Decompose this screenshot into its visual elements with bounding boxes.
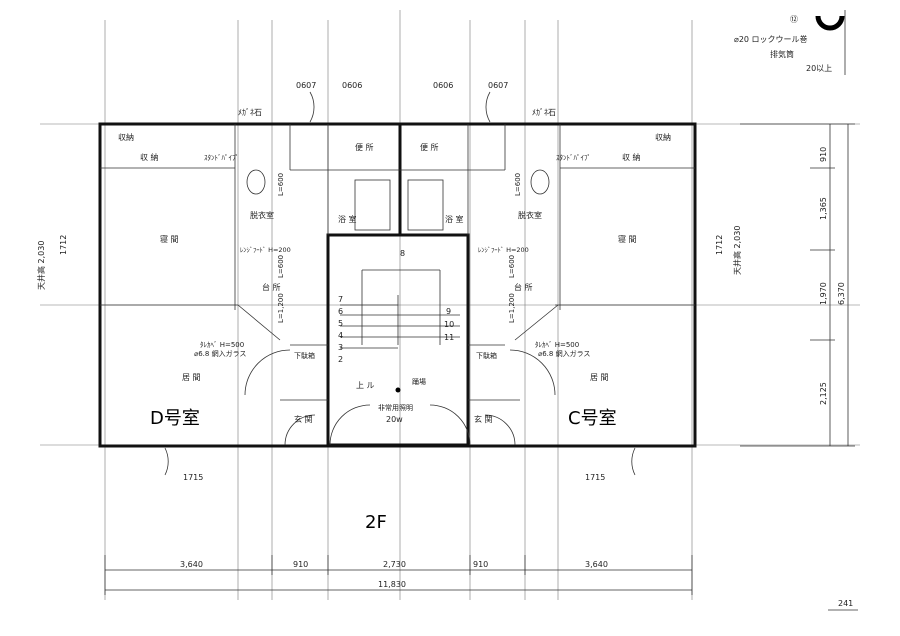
bedroom-right: 寝 間 xyxy=(618,234,637,244)
page-number-group: 241 xyxy=(828,599,858,611)
bedroom-left: 寝 間 xyxy=(160,234,179,244)
dim-bottom-1: 910 xyxy=(293,560,308,569)
l1200-right: L=1,200 xyxy=(508,293,516,323)
stone-label-left: ﾒｶﾞﾈ石 xyxy=(238,108,262,117)
stair-landing: 踊場 xyxy=(412,377,426,386)
vent-pipe-icon xyxy=(815,15,845,31)
unit-c-label: C号室 xyxy=(568,408,617,429)
stair-step-6: 6 xyxy=(338,307,343,316)
stand-left: ｽﾀﾝﾄﾞﾊﾟｲﾌﾟ xyxy=(204,154,239,162)
note-line-3: 20以上 xyxy=(806,64,832,73)
storage-right: 収 納 xyxy=(622,152,641,162)
vent-note: ⑫ ⌀20 ロックウール巻 排気筒 20以上 xyxy=(734,10,846,75)
hood-left: ﾚﾝｼﾞﾌｰﾄﾞ H=200 xyxy=(240,246,291,254)
entry-left: 玄 関 xyxy=(294,414,313,424)
stair-step-5: 5 xyxy=(338,319,343,328)
size-1: 0606 xyxy=(342,81,362,90)
bottom-width-labels: 1715 1715 xyxy=(183,473,605,482)
dim-right-0: 910 xyxy=(819,147,828,162)
kitchen-right: 台 所 xyxy=(514,282,533,292)
changing-right: 脱衣室 xyxy=(518,210,542,220)
h-note-left: ﾀﾚｶﾍﾞ H=500 xyxy=(200,341,244,349)
living-right: 居 間 xyxy=(590,373,609,382)
interior-walls xyxy=(100,124,695,401)
top-sizes: 0607 0606 0606 0607 xyxy=(296,81,508,90)
kitchen-left: 台 所 xyxy=(262,282,281,292)
l1200-left: L=1,200 xyxy=(277,293,285,323)
shoe-right: 下駄箱 xyxy=(476,351,497,360)
l600-left-mid: L=600 xyxy=(277,255,285,278)
dim-bottom-2: 2,730 xyxy=(383,560,406,569)
changing-left: 脱衣室 xyxy=(250,210,274,220)
stone-label-right: ﾒｶﾞﾈ石 xyxy=(532,108,556,117)
stair-step-7: 7 xyxy=(338,295,343,304)
living-left: 居 間 xyxy=(182,373,201,382)
unit-c-labels: ﾒｶﾞﾈ石 収納 収 納 ｽﾀﾝﾄﾞﾊﾟｲﾌﾟ 便 所 浴 室 脱衣室 寝 間 … xyxy=(420,108,742,429)
stand-right: ｽﾀﾝﾄﾞﾊﾟｲﾌﾟ xyxy=(556,154,591,162)
stair-labels: 7 6 5 4 3 2 8 9 10 11 上 ル 踊場 非常用照明 20w xyxy=(338,249,454,424)
closet-top-right: 収納 xyxy=(655,132,671,142)
stair-step-10: 10 xyxy=(444,320,454,329)
dim-right-2: 1,970 xyxy=(819,282,828,305)
shoe-left: 下駄箱 xyxy=(294,351,315,360)
bottom-width-right: 1715 xyxy=(585,473,605,482)
stair-step-3: 3 xyxy=(338,343,343,352)
closet-top-left: 収納 xyxy=(118,132,134,142)
dim-bottom-4: 3,640 xyxy=(585,560,608,569)
hood-right: ﾚﾝｼﾞﾌｰﾄﾞ H=200 xyxy=(478,246,529,254)
stair-step-11: 11 xyxy=(444,333,454,342)
note-line-1: ⌀20 ロックウール巻 xyxy=(734,34,808,44)
bath-left: 浴 室 xyxy=(338,214,357,224)
size-2: 0606 xyxy=(433,81,453,90)
floor-label: 2F xyxy=(365,512,387,533)
dim-right-3: 2,125 xyxy=(819,382,828,405)
ceiling-right: 天井高 2,030 xyxy=(732,226,742,275)
note-line-2: 排気筒 xyxy=(770,49,794,59)
glass-note-right: ⌀6.8 網入ガラス xyxy=(538,349,590,358)
entry-right: 玄 関 xyxy=(474,414,493,424)
unit-d-labels: ﾒｶﾞﾈ石 収納 収 納 ｽﾀﾝﾄﾞﾊﾟｲﾌﾟ 便 所 浴 室 脱衣室 寝 間 … xyxy=(36,108,374,429)
dim-bottom-3: 910 xyxy=(473,560,488,569)
note-mark: ⑫ xyxy=(790,15,798,24)
door-swings xyxy=(164,91,636,476)
size-0: 0607 xyxy=(296,81,316,90)
size-3: 0607 xyxy=(488,81,508,90)
stair-step-2: 2 xyxy=(338,355,343,364)
dim-right-1: 1,365 xyxy=(819,197,828,220)
stair-step-4: 4 xyxy=(338,331,343,340)
bottom-width-left: 1715 xyxy=(183,473,203,482)
stair-up: 上 ル xyxy=(356,381,375,390)
l600-right-mid: L=600 xyxy=(508,255,516,278)
unit-d-label: D号室 xyxy=(150,408,200,429)
bottom-dimensions: 3,640 910 2,730 910 3,640 11,830 xyxy=(104,555,693,595)
emergency-light: 非常用照明 xyxy=(378,403,413,412)
stair-step-8: 8 xyxy=(400,249,405,258)
outer-walls xyxy=(98,122,697,448)
wall-size-left: 1712 xyxy=(59,235,68,255)
page-number: 241 xyxy=(838,599,853,608)
dim-bottom-0: 3,640 xyxy=(180,560,203,569)
storage-left: 収 納 xyxy=(140,152,159,162)
toilet-left: 便 所 xyxy=(355,142,374,152)
bath-right: 浴 室 xyxy=(445,214,464,224)
fixtures xyxy=(246,169,550,393)
dim-right-total: 6,370 xyxy=(837,282,846,305)
glass-note-left: ⌀6.8 網入ガラス xyxy=(194,349,246,358)
dim-bottom-total: 11,830 xyxy=(378,580,406,589)
l600-right-top: L=600 xyxy=(514,173,522,196)
ceiling-left: 天井高 2,030 xyxy=(36,241,46,290)
emergency-light-watt: 20w xyxy=(386,415,403,424)
l600-left-top: L=600 xyxy=(277,173,285,196)
stair-step-9: 9 xyxy=(446,307,451,316)
toilet-right: 便 所 xyxy=(420,142,439,152)
h-note-right: ﾀﾚｶﾍﾞ H=500 xyxy=(535,341,579,349)
right-dimensions: 910 1,365 1,970 2,125 6,370 xyxy=(740,123,855,447)
wall-size-right: 1712 xyxy=(715,235,724,255)
